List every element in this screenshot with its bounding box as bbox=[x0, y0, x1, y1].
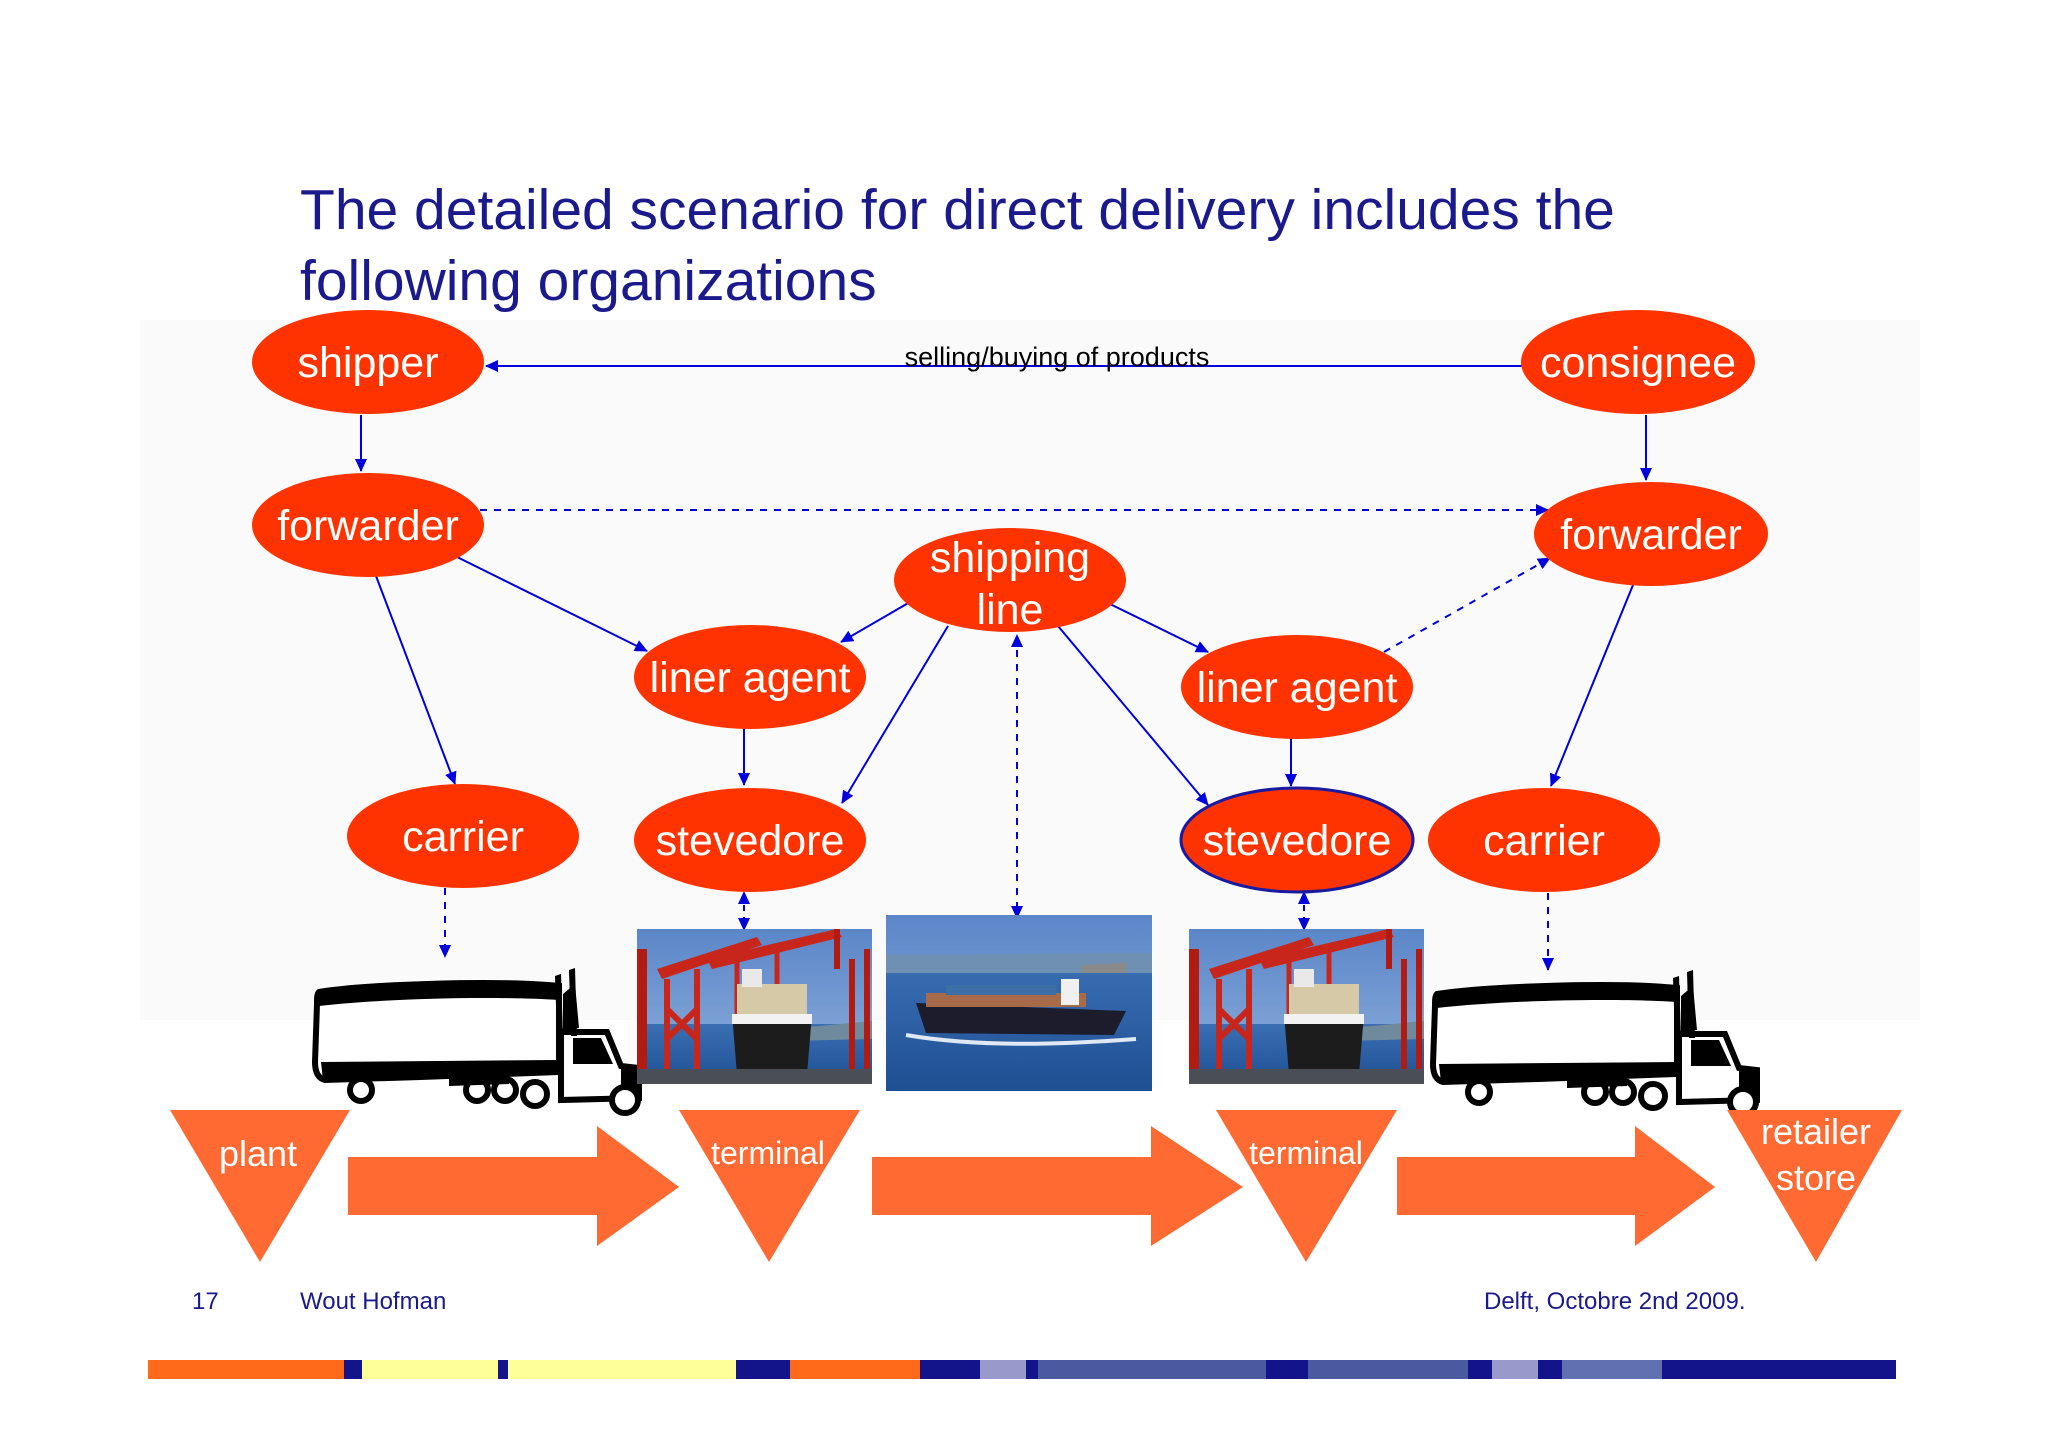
chain-plant: plant bbox=[170, 1110, 350, 1262]
node-forwarder-right-label: forwarder bbox=[1560, 511, 1742, 559]
chain-terminal-left: terminal bbox=[679, 1110, 860, 1262]
shipping-line-to-liner-agent-right-arrow bbox=[1109, 603, 1209, 653]
relationship-arrows bbox=[355, 360, 1652, 971]
chain-terminal-right: terminal bbox=[1216, 1110, 1397, 1262]
trade-edge-label: selling/buying of products bbox=[905, 342, 1210, 372]
node-forwarder-right: forwarder bbox=[1534, 482, 1768, 586]
footer-place-date: Delft, Octobre 2nd 2009. bbox=[1484, 1288, 1746, 1315]
node-shipper: shipper bbox=[252, 310, 484, 414]
node-consignee: consignee bbox=[1521, 310, 1755, 414]
node-liner-agent-right: liner agent bbox=[1181, 635, 1413, 739]
flow-arrow-3 bbox=[1397, 1126, 1715, 1246]
container-ship-photo bbox=[886, 915, 1152, 1091]
node-liner-agent-left: liner agent bbox=[634, 625, 866, 729]
node-forwarder-left-label: forwarder bbox=[277, 502, 459, 550]
chain-terminal-right-label: terminal bbox=[1249, 1135, 1363, 1171]
node-carrier-right: carrier bbox=[1428, 788, 1660, 892]
shipping-line-to-stevedore-left-arrow bbox=[841, 625, 949, 804]
forwarder-to-carrier-right-arrow bbox=[1549, 584, 1634, 787]
footer-author: Wout Hofman bbox=[300, 1288, 447, 1315]
chain-retailer-label-2: store bbox=[1776, 1157, 1856, 1198]
liner-agent-to-forwarder-dashed-arrow bbox=[1383, 557, 1551, 653]
node-carrier-right-label: carrier bbox=[1483, 817, 1605, 865]
container-crane-photo bbox=[637, 929, 872, 1084]
forwarder-to-carrier-arrow bbox=[375, 575, 457, 785]
node-stevedore-left: stevedore bbox=[634, 788, 866, 892]
container-crane-photo bbox=[1189, 929, 1424, 1084]
node-carrier-left: carrier bbox=[347, 784, 579, 888]
shipping-line-to-stevedore-right-arrow bbox=[1057, 625, 1209, 806]
node-shipping-line: shipping line bbox=[894, 528, 1126, 634]
node-stevedore-left-label: stevedore bbox=[656, 817, 845, 865]
shipping-line-to-liner-agent-left-arrow bbox=[840, 601, 911, 643]
node-liner-agent-left-label: liner agent bbox=[650, 654, 851, 702]
chain-retailer-store: retailer store bbox=[1727, 1110, 1902, 1262]
node-stevedore-right: stevedore bbox=[1179, 786, 1415, 894]
forwarder-to-liner-agent-arrow bbox=[454, 555, 648, 652]
flow-arrow-1 bbox=[348, 1126, 679, 1246]
slide-title: The detailed scenario for direct deliver… bbox=[300, 178, 1615, 313]
node-consignee-label: consignee bbox=[1540, 339, 1736, 387]
chain-retailer-label-1: retailer bbox=[1761, 1111, 1871, 1152]
node-shipper-label: shipper bbox=[297, 339, 438, 387]
flow-arrow-2 bbox=[872, 1126, 1243, 1246]
node-stevedore-right-label: stevedore bbox=[1203, 817, 1392, 865]
decorative-color-bar bbox=[148, 1360, 1898, 1379]
node-liner-agent-right-label: liner agent bbox=[1197, 664, 1398, 712]
node-shipping-line-label-1: shipping bbox=[930, 534, 1090, 582]
node-forwarder-left: forwarder bbox=[252, 473, 484, 577]
node-carrier-left-label: carrier bbox=[402, 813, 524, 861]
chain-plant-label: plant bbox=[219, 1133, 297, 1174]
chain-terminal-left-label: terminal bbox=[711, 1135, 825, 1171]
node-shipping-line-label-2: line bbox=[977, 586, 1044, 634]
page-number: 17 bbox=[192, 1288, 219, 1315]
